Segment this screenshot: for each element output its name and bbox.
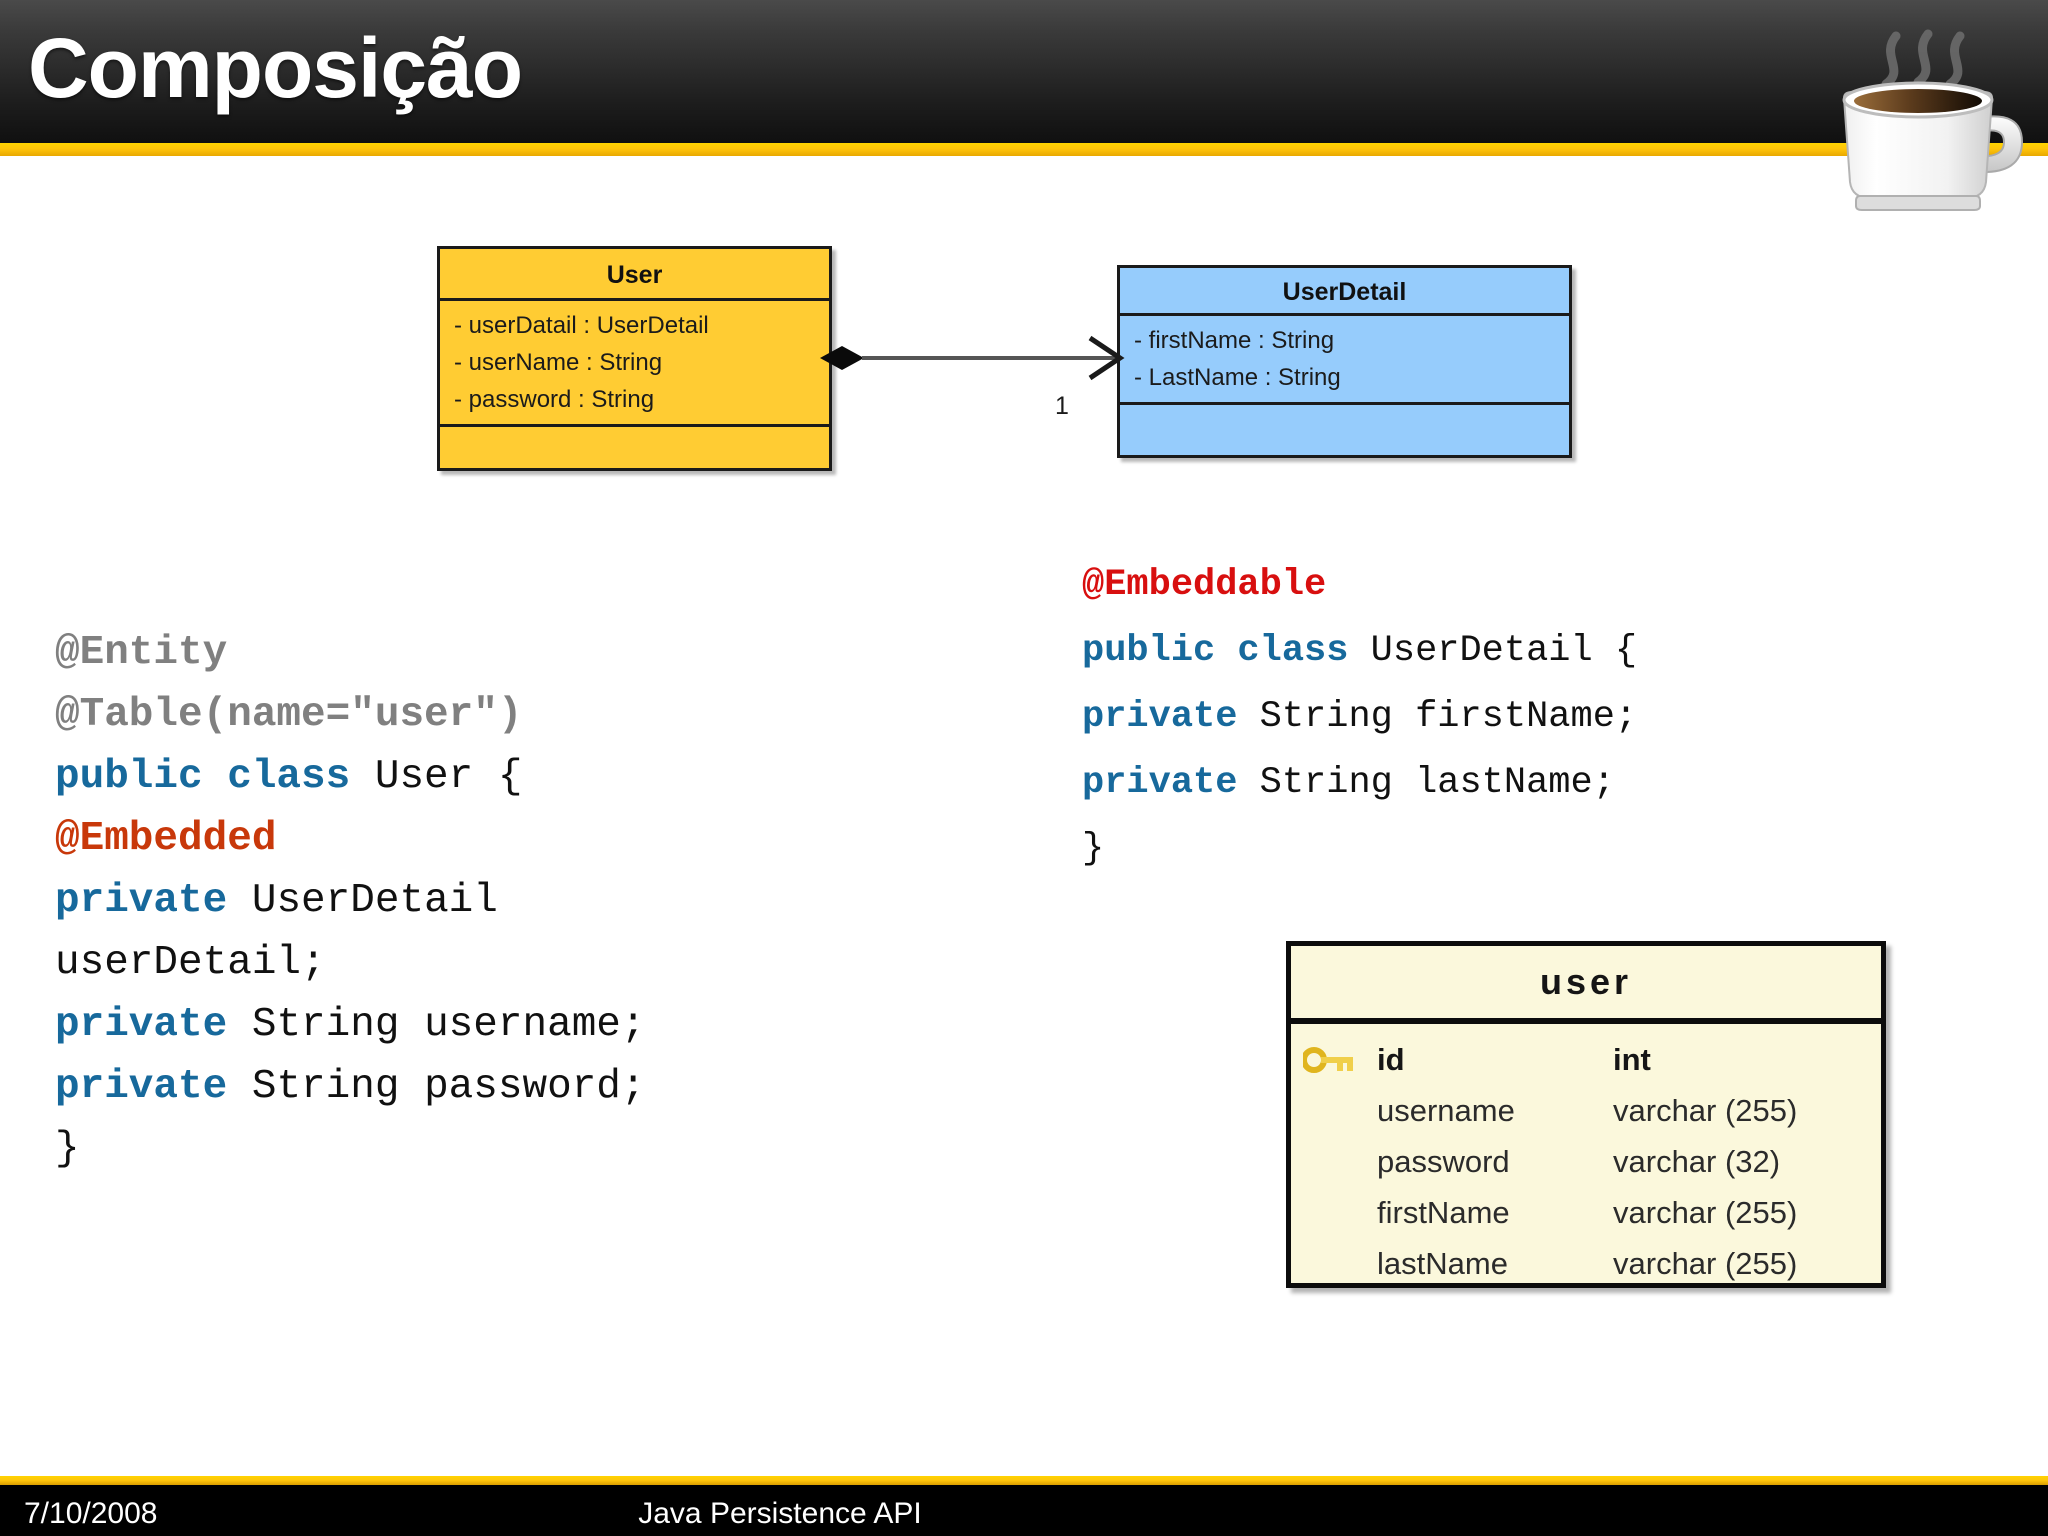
- uml-class-userdetail-attributes: - firstName : String - LastName : String: [1120, 316, 1569, 405]
- code-line: @Entity: [55, 622, 955, 684]
- code-token: User {: [350, 754, 523, 800]
- code-token: private: [55, 1002, 228, 1048]
- code-token: public class: [1082, 630, 1349, 672]
- uml-composition-connector: [820, 330, 1140, 400]
- db-column-name: lastName: [1377, 1245, 1508, 1281]
- code-line: private String username;: [55, 994, 955, 1056]
- filled-diamond-icon: [820, 346, 864, 370]
- code-line: @Table(name="user"): [55, 684, 955, 746]
- code-line: @Embedded: [55, 808, 955, 870]
- code-block-user-entity: @Entity @Table(name="user") public class U…: [55, 622, 955, 1180]
- page-title: Composição: [28, 21, 523, 115]
- code-token: @Embeddable: [1082, 564, 1327, 606]
- uml-class-user-attributes: - userDatail : UserDetail - userName : S…: [440, 301, 829, 427]
- db-column-name: firstName: [1377, 1194, 1510, 1230]
- db-column-name: id: [1377, 1041, 1405, 1077]
- db-column-name: username: [1377, 1092, 1515, 1128]
- code-token: @Entity: [55, 630, 228, 676]
- uml-class-userdetail-title: UserDetail: [1120, 268, 1569, 316]
- uml-class-userdetail: UserDetail - firstName : String - LastNa…: [1117, 265, 1572, 458]
- db-column-name: password: [1377, 1143, 1510, 1179]
- code-token: private: [1082, 696, 1238, 738]
- code-token: }: [1082, 828, 1105, 870]
- uml-attribute: - LastName : String: [1134, 364, 1341, 391]
- db-table-title: user: [1291, 946, 1881, 1024]
- code-token: String username;: [227, 1002, 646, 1048]
- code-token: private: [55, 878, 228, 924]
- uml-attribute: - userDatail : UserDetail: [454, 312, 709, 339]
- uml-class-user-methods: [440, 427, 829, 646]
- code-line: private UserDetail: [55, 870, 955, 932]
- uml-multiplicity-label: 1: [1055, 392, 1069, 420]
- db-table-row: username varchar (255): [1291, 1085, 1881, 1136]
- coffee-cup-icon: [1810, 6, 2042, 212]
- code-token: String firstName;: [1237, 696, 1638, 738]
- code-line: public class UserDetail {: [1082, 618, 1982, 684]
- db-table-user: user id int username varchar (255) password v…: [1286, 941, 1886, 1288]
- code-token: @Table(name="user"): [55, 692, 523, 738]
- code-token: String lastName;: [1237, 762, 1615, 804]
- code-line: }: [55, 1118, 955, 1180]
- open-arrow-icon: [1088, 335, 1125, 381]
- uml-class-user: User - userDatail : UserDetail - userNam…: [437, 246, 832, 471]
- db-column-type: varchar (255): [1613, 1194, 1798, 1230]
- footer-center-label: Java Persistence API: [638, 1497, 922, 1530]
- footer-accent-stripe: [0, 1476, 2048, 1485]
- code-line: }: [1082, 816, 1982, 882]
- code-token: public class: [55, 754, 351, 800]
- db-table-rows: id int username varchar (255) password varcha…: [1291, 1024, 1881, 1289]
- db-table-row: password varchar (32): [1291, 1136, 1881, 1187]
- slide-header-bar: Composição: [0, 0, 2048, 143]
- code-line: @Embeddable: [1082, 552, 1982, 618]
- db-table-row: id int: [1291, 1034, 1881, 1085]
- header-accent-stripe: [0, 143, 2048, 156]
- code-line: public class User {: [55, 746, 955, 808]
- code-token: }: [55, 1126, 80, 1172]
- code-token: userDetail;: [55, 940, 326, 986]
- db-column-type: varchar (255): [1613, 1245, 1798, 1281]
- db-table-row: firstName varchar (255): [1291, 1187, 1881, 1238]
- uml-attribute: - password : String: [454, 386, 655, 413]
- db-table-row: lastName varchar (255): [1291, 1238, 1881, 1289]
- slide-footer-bar: [0, 1476, 2048, 1536]
- code-line: private String firstName;: [1082, 684, 1982, 750]
- code-token: String password;: [227, 1064, 646, 1110]
- db-column-type: varchar (32): [1613, 1143, 1781, 1179]
- uml-attribute: - firstName : String: [1134, 327, 1335, 354]
- code-token: private: [1082, 762, 1238, 804]
- footer-date: 7/10/2008: [24, 1497, 158, 1530]
- code-token: UserDetail {: [1348, 630, 1638, 672]
- uml-attribute: - userName : String: [454, 349, 663, 376]
- db-column-type: int: [1613, 1041, 1651, 1077]
- code-token: @Embedded: [55, 816, 277, 862]
- code-token: private: [55, 1064, 228, 1110]
- code-line: private String lastName;: [1082, 750, 1982, 816]
- code-line: userDetail;: [55, 932, 955, 994]
- primary-key-icon: [1303, 1046, 1377, 1073]
- db-column-type: varchar (255): [1613, 1092, 1798, 1128]
- uml-class-user-title: User: [440, 249, 829, 301]
- code-line: private String password;: [55, 1056, 955, 1118]
- code-token: UserDetail: [227, 878, 498, 924]
